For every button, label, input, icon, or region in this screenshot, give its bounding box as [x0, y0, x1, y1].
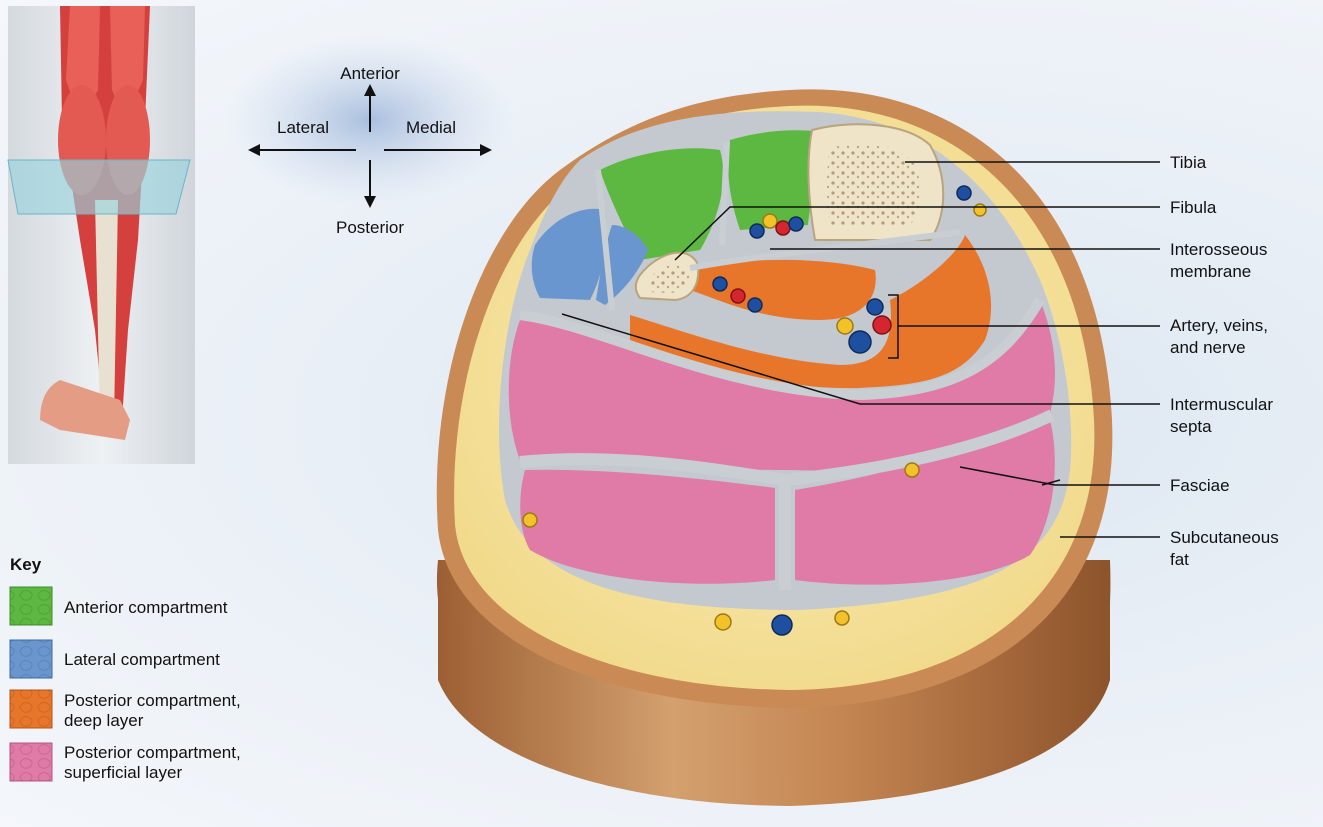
- key-label-anterior: Anterior compartment: [64, 598, 228, 617]
- key-label-superficial-1: Posterior compartment,: [64, 743, 241, 762]
- key-label-deep-1: Posterior compartment,: [64, 691, 241, 710]
- orientation-compass: Anterior Lateral Medial Posterior: [225, 35, 515, 237]
- interosseous-label-2: membrane: [1170, 262, 1251, 281]
- section-plane: [8, 160, 190, 214]
- structure-labels: Tibia Fibula Interosseous membrane Arter…: [1170, 153, 1279, 569]
- medial-label: Medial: [406, 118, 456, 137]
- lateral-label: Lateral: [277, 118, 329, 137]
- key-label-superficial-2: superficial layer: [64, 763, 182, 782]
- key-legend: Key Anterior compartment Lateral compart…: [10, 555, 241, 782]
- artery-label-1: Artery, veins,: [1170, 316, 1268, 335]
- cross-section: [437, 89, 1113, 806]
- artery-label-2: and nerve: [1170, 338, 1246, 357]
- fibula-label: Fibula: [1170, 198, 1217, 217]
- interosseous-label-1: Interosseous: [1170, 240, 1267, 259]
- key-title: Key: [10, 555, 42, 574]
- key-label-lateral: Lateral compartment: [64, 650, 220, 669]
- anterior-label: Anterior: [340, 64, 400, 83]
- posterior-label: Posterior: [336, 218, 404, 237]
- fat-label-1: Subcutaneous: [1170, 528, 1279, 547]
- septa-label-2: septa: [1170, 417, 1212, 436]
- fasciae-label: Fasciae: [1170, 476, 1230, 495]
- tibia-label: Tibia: [1170, 153, 1207, 172]
- septa-label-1: Intermuscular: [1170, 395, 1273, 414]
- key-label-deep-2: deep layer: [64, 711, 144, 730]
- fat-label-2: fat: [1170, 550, 1189, 569]
- leg-inset-illustration: [8, 6, 195, 464]
